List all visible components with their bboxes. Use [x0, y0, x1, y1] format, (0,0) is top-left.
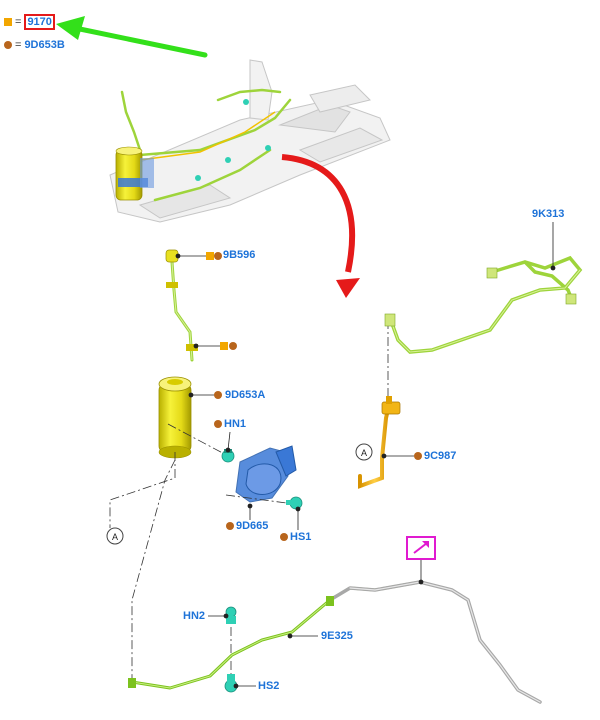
- legend-row-circle: = 9D653B: [4, 39, 65, 51]
- overview-yellow-line: [139, 111, 276, 161]
- callout-hn1[interactable]: HN1: [224, 418, 247, 430]
- reference-marker-a-left: A: [106, 527, 124, 545]
- canister-9d653a: [158, 376, 192, 459]
- legend-row-square: = 9170: [4, 14, 55, 30]
- legend-equals: =: [15, 16, 22, 28]
- overview-canister: [115, 146, 154, 201]
- callout-9c987[interactable]: 9C987: [424, 450, 457, 462]
- overview-clips: [195, 99, 271, 181]
- callout-symbols: [206, 252, 422, 541]
- screw-hs2: [224, 674, 238, 693]
- callout-9d665[interactable]: 9D665: [236, 520, 269, 532]
- callout-hs1[interactable]: HS1: [290, 531, 312, 543]
- callout-9k313[interactable]: 9K313: [532, 208, 565, 220]
- vehicle-frame: [109, 59, 391, 223]
- tube-9k313: [384, 255, 583, 354]
- legend-link-circle[interactable]: 9D653B: [24, 39, 65, 51]
- line-9e325: [128, 580, 542, 704]
- reference-marker-a-right: A: [355, 443, 373, 461]
- detail-arrow-icon: [281, 154, 360, 298]
- square-symbol-icon: [4, 18, 12, 26]
- continuation-icon[interactable]: [406, 536, 436, 560]
- callout-hn2[interactable]: HN2: [183, 610, 206, 622]
- hose-9c987: [358, 396, 401, 489]
- reference-marker-a-right-text: A: [361, 448, 367, 458]
- circle-symbol-icon: [4, 41, 12, 49]
- vapor-pipe-9b596: [165, 249, 198, 362]
- leader-lines: [175, 222, 556, 689]
- assembly-lines: [109, 320, 389, 680]
- overview-tubes: [120, 88, 292, 202]
- legend-equals: =: [15, 39, 22, 51]
- callout-9b596[interactable]: 9B596: [223, 249, 256, 261]
- callout-9e325[interactable]: 9E325: [321, 630, 353, 642]
- overview-illustration: [109, 59, 391, 223]
- legend-link-square[interactable]: 9170: [24, 14, 55, 30]
- bracket-9d665: [235, 445, 297, 503]
- nut-hn2: [225, 606, 237, 624]
- highlight-arrow-icon: [56, 16, 208, 58]
- reference-marker-a-left-text: A: [112, 532, 118, 542]
- callout-hs2[interactable]: HS2: [258, 680, 280, 692]
- screw-hs1: [286, 496, 303, 510]
- callout-9d653a[interactable]: 9D653A: [225, 389, 266, 401]
